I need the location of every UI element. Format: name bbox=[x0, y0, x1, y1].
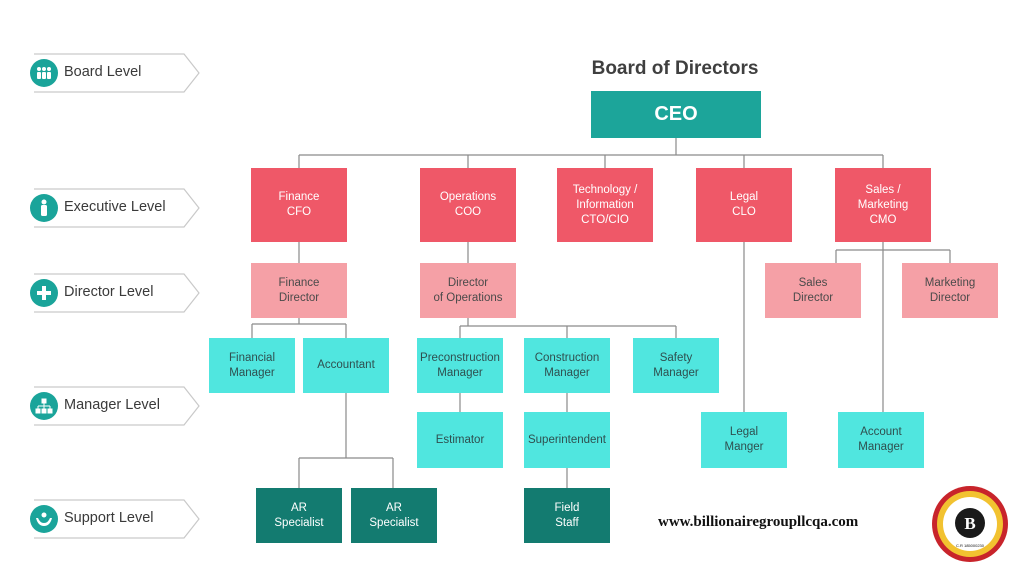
manager-box-account: Account Manager bbox=[838, 412, 924, 468]
support-box-ar-specialist-2: AR Specialist bbox=[351, 488, 437, 543]
level-support: Support Level bbox=[28, 499, 200, 539]
website-url: www.billionairegroupllcqa.com bbox=[658, 514, 859, 530]
level-label: Director Level bbox=[64, 284, 154, 300]
level-executive: Executive Level bbox=[28, 188, 200, 228]
level-director: Director Level bbox=[28, 273, 200, 313]
manager-box-legal: Legal Manger bbox=[701, 412, 787, 468]
people-icon bbox=[30, 59, 58, 87]
level-tab-shape bbox=[34, 53, 200, 93]
logo-letter: B bbox=[964, 514, 975, 533]
person-icon bbox=[30, 194, 58, 222]
ceo-box: CEO bbox=[591, 91, 761, 138]
hierarchy-icon bbox=[30, 392, 58, 420]
exec-box-technology: Technology / Information CTO/CIO bbox=[557, 168, 653, 242]
exec-box-sales: Sales / Marketing CMO bbox=[835, 168, 931, 242]
level-manager: Manager Level bbox=[28, 386, 200, 426]
level-label: Board Level bbox=[64, 64, 142, 80]
manager-box-construction: Construction Manager bbox=[524, 338, 610, 393]
director-box-sales: Sales Director bbox=[765, 263, 861, 318]
exec-box-operations: Operations COO bbox=[420, 168, 516, 242]
exec-box-legal: Legal CLO bbox=[696, 168, 792, 242]
director-box-marketing: Marketing Director bbox=[902, 263, 998, 318]
manager-box-preconstruction: Preconstruction Manager bbox=[417, 338, 503, 393]
support-box-field-staff: Field Staff bbox=[524, 488, 610, 543]
director-box-finance: Finance Director bbox=[251, 263, 347, 318]
manager-box-estimator: Estimator bbox=[417, 412, 503, 468]
level-label: Manager Level bbox=[64, 397, 160, 413]
chart-title: Board of Directors bbox=[591, 58, 759, 79]
support-box-ar-specialist-1: AR Specialist bbox=[256, 488, 342, 543]
level-tab-shape bbox=[34, 273, 200, 313]
cross-icon bbox=[30, 279, 58, 307]
level-tab-shape bbox=[34, 499, 200, 539]
manager-box-financial: Financial Manager bbox=[209, 338, 295, 393]
exec-box-finance: Finance CFO bbox=[251, 168, 347, 242]
manager-box-safety: Safety Manager bbox=[633, 338, 719, 393]
level-label: Executive Level bbox=[64, 199, 166, 215]
manager-box-accountant: Accountant bbox=[303, 338, 389, 393]
manager-box-superintendent: Superintendent bbox=[524, 412, 610, 468]
hands-icon bbox=[30, 505, 58, 533]
company-logo: B C.R 185000230 bbox=[932, 486, 1008, 562]
level-tab-shape bbox=[34, 386, 200, 426]
logo-code: C.R 185000230 bbox=[956, 543, 985, 548]
director-box-operations: Director of Operations bbox=[420, 263, 516, 318]
level-tab-shape bbox=[34, 188, 200, 228]
level-board: Board Level bbox=[28, 53, 200, 93]
level-label: Support Level bbox=[64, 510, 154, 526]
